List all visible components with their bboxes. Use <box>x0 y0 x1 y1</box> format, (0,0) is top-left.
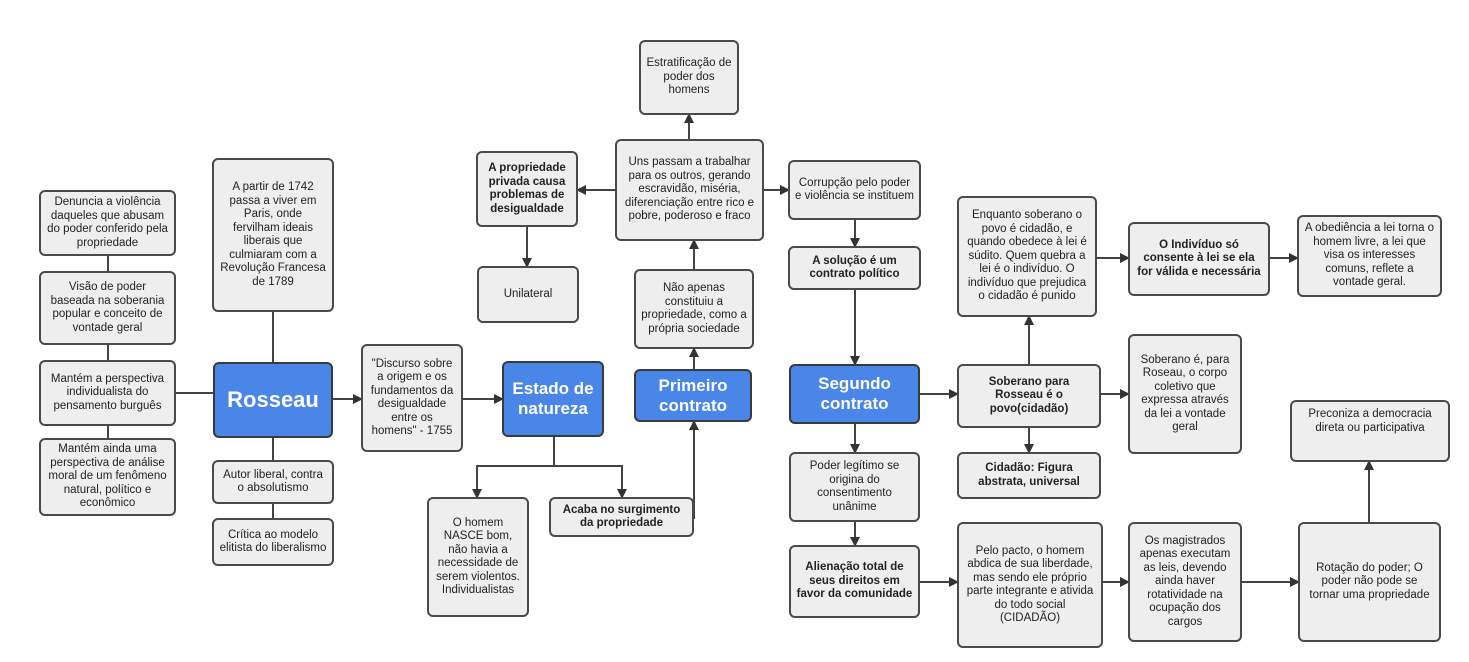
node-label: A partir de 1742 passa a viver em Paris,… <box>220 181 326 288</box>
node-label: Poder legítimo se origina do consentimen… <box>809 460 900 513</box>
node-soberano-e: Soberano é, para Roseau, o corpo coletiv… <box>1128 334 1242 454</box>
node-mantem-individualista: Mantém a perspectiva individualista do p… <box>39 360 176 426</box>
node-label: O Indivíduo só consente à lei se ela for… <box>1137 238 1261 278</box>
node-unilateral: Unilateral <box>477 266 579 323</box>
node-label: Soberano para Rosseau é o povo(cidadão) <box>988 375 1070 415</box>
node-a-partir-1742: A partir de 1742 passa a viver em Paris,… <box>212 158 334 312</box>
node-acaba-propriedade: Acaba no surgimento da propriedade <box>549 497 694 537</box>
node-label: Crítica ao modelo elitista do liberalism… <box>219 528 327 555</box>
node-estado-natureza: Estado de natureza <box>502 361 604 437</box>
node-label: Mantém ainda uma perspectiva de análise … <box>48 443 167 510</box>
node-discurso: "Discurso sobre a origem e os fundamento… <box>361 344 463 452</box>
node-label: Rotação do poder; O poder não pode se to… <box>1309 561 1430 601</box>
node-poder-legitimo: Poder legítimo se origina do consentimen… <box>789 452 920 522</box>
node-label: Pelo pacto, o homem abdica de sua liberd… <box>966 544 1094 625</box>
node-autor-liberal: Autor liberal, contra o absolutismo <box>212 460 334 504</box>
node-label: Acaba no surgimento da propriedade <box>562 503 681 530</box>
node-label: Alienação total de seus direitos em favo… <box>796 561 913 601</box>
node-label: A obediência a lei torna o homem livre, … <box>1304 222 1435 289</box>
node-label: Soberano é, para Roseau, o corpo coletiv… <box>1140 353 1230 434</box>
node-solucao: A solução é um contrato político <box>788 246 921 290</box>
node-nao-apenas: Não apenas constituiu a propriedade, com… <box>634 269 754 349</box>
node-label: Corrupção pelo poder e violência se inst… <box>795 176 914 203</box>
node-label: "Discurso sobre a origem e os fundamento… <box>370 357 454 438</box>
node-label: Preconiza a democracia direta ou partici… <box>1308 408 1432 434</box>
node-label: Cidadão: Figura abstrata, universal <box>978 462 1080 488</box>
node-label: Autor liberal, contra o absolutismo <box>223 468 323 495</box>
node-cidadao-figura: Cidadão: Figura abstrata, universal <box>957 452 1101 499</box>
node-label: Denuncia a violência daqueles que abusam… <box>47 196 168 249</box>
node-label: Enquanto soberano o povo é cidadão, e qu… <box>967 209 1087 303</box>
node-propriedade-privada: A propriedade privada causa problemas de… <box>476 151 578 227</box>
node-denuncia: Denuncia a violência daqueles que abusam… <box>39 190 176 256</box>
node-alienacao: Alienação total de seus direitos em favo… <box>789 545 920 618</box>
node-label: Mantém a perspectiva individualista do p… <box>50 372 165 412</box>
node-label: Estratificação de poder dos homens <box>646 57 732 97</box>
node-label: A solução é um contrato político <box>809 254 900 281</box>
node-label: A propriedade privada causa problemas de… <box>488 162 566 215</box>
node-pelo-pacto: Pelo pacto, o homem abdica de sua liberd… <box>957 522 1103 648</box>
node-corrupcao: Corrupção pelo poder e violência se inst… <box>788 160 921 220</box>
node-uns-passam: Uns passam a trabalhar para os outros, g… <box>615 139 764 241</box>
arrow-estado-acaba <box>554 465 627 499</box>
node-individuo-consente: O Indivíduo só consente à lei se ela for… <box>1128 222 1270 296</box>
node-label: Os magistrados apenas executam as leis, … <box>1139 534 1231 628</box>
node-preconiza: Preconiza a democracia direta ou partici… <box>1290 400 1450 462</box>
node-magistrados: Os magistrados apenas executam as leis, … <box>1128 522 1242 642</box>
node-primeiro-contrato: Primeiro contrato <box>634 369 752 422</box>
node-label: Uns passam a trabalhar para os outros, g… <box>624 156 755 223</box>
central-node-rosseau: Rosseau <box>213 362 333 438</box>
node-rotacao: Rotação do poder; O poder não pode se to… <box>1298 522 1441 642</box>
node-mantem-moral: Mantém ainda uma perspectiva de análise … <box>39 438 176 516</box>
node-homem-nasce: O homem NASCE bom, não havia a necessida… <box>427 497 529 617</box>
node-label: O homem NASCE bom, não havia a necessida… <box>436 516 520 597</box>
node-estratificacao: Estratificação de poder dos homens <box>639 40 739 115</box>
node-soberano-povo: Soberano para Rosseau é o povo(cidadão) <box>957 364 1101 428</box>
node-obediencia: A obediência a lei torna o homem livre, … <box>1297 215 1442 297</box>
node-visao-poder: Visão de poder baseada na soberania popu… <box>39 271 176 345</box>
node-label: Primeiro contrato <box>658 375 728 415</box>
connector-estado-branch <box>472 437 555 499</box>
node-label: Unilateral <box>503 287 553 300</box>
node-critica: Crítica ao modelo elitista do liberalism… <box>212 518 334 566</box>
node-label: Estado de natureza <box>512 379 594 418</box>
node-label: Visão de poder baseada na soberania popu… <box>50 281 165 334</box>
node-label: Não apenas constituiu a propriedade, com… <box>641 282 747 335</box>
central-node-label: Rosseau <box>227 387 319 412</box>
node-enquanto-soberano: Enquanto soberano o povo é cidadão, e qu… <box>957 196 1097 317</box>
node-segundo-contrato: Segundo contrato <box>789 364 920 424</box>
node-label: Segundo contrato <box>818 374 891 413</box>
